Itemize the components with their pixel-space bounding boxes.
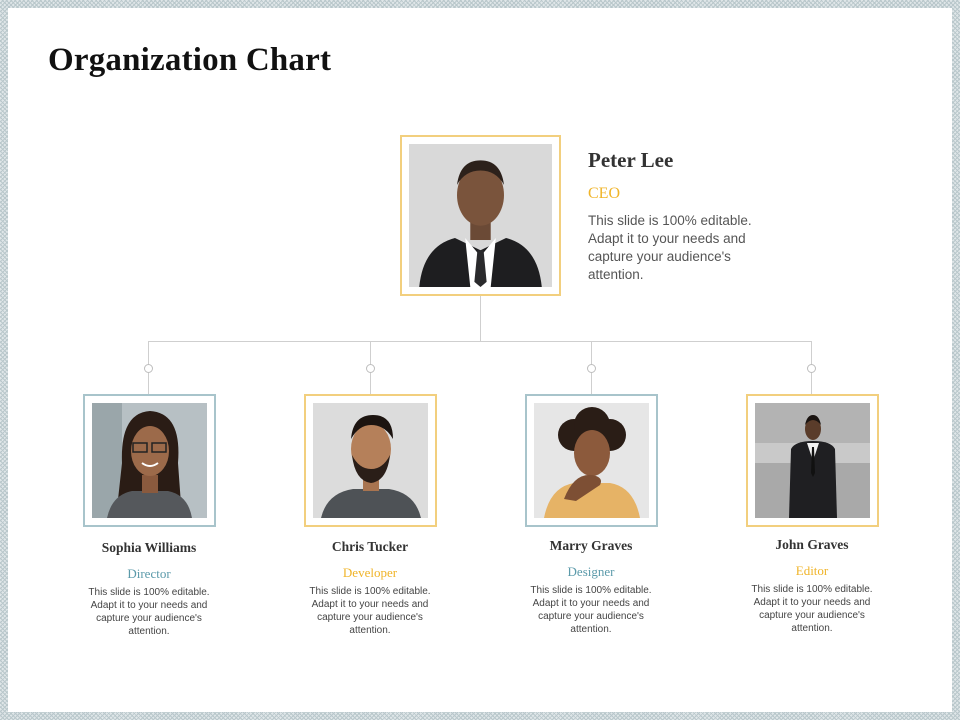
connector-drop-2 [370, 341, 371, 369]
member-card: Marry Graves Designer This slide is 100%… [516, 538, 666, 636]
member-name: Chris Tucker [331, 539, 409, 554]
member-photo-frame [525, 394, 658, 527]
connector-stub-1 [148, 373, 149, 395]
member-card: Chris Tucker Developer This slide is 100… [295, 539, 445, 637]
connector-ceo-down [480, 288, 481, 342]
connector-stub-2 [370, 373, 371, 395]
member-photo [92, 403, 207, 518]
connector-node [144, 364, 153, 373]
member-photo [755, 403, 870, 518]
ceo-photo-frame [400, 135, 561, 296]
member-photo [534, 403, 649, 518]
member-name: John Graves [775, 537, 849, 552]
member-photo-frame [304, 394, 437, 527]
member-role: Director [127, 566, 171, 581]
connector-stub-4 [811, 373, 812, 395]
ceo-role: CEO [588, 185, 620, 202]
member-role: Developer [342, 565, 398, 580]
member-photo [313, 403, 428, 518]
member-photo-frame [83, 394, 216, 527]
member-description: This slide is 100% editable. Adapt it to… [88, 587, 210, 637]
member-description: This slide is 100% editable. Adapt it to… [530, 585, 652, 635]
member-name: Sophia Williams [101, 540, 197, 555]
page-title: Organization Chart [48, 42, 332, 78]
ceo-photo [409, 144, 552, 287]
ceo-name: Peter Lee [588, 148, 674, 172]
connector-horizontal [148, 341, 812, 342]
member-role: Editor [795, 563, 829, 578]
member-name: Marry Graves [549, 538, 633, 553]
member-card: Sophia Williams Director This slide is 1… [74, 540, 224, 638]
member-card: John Graves Editor This slide is 100% ed… [737, 537, 887, 635]
connector-drop-3 [591, 341, 592, 369]
connector-drop-4 [811, 341, 812, 369]
member-role: Designer [567, 564, 615, 579]
ceo-description: This slide is 100% editable. Adapt it to… [588, 213, 752, 282]
slide: Organization Chart Peter Lee CEO This sl… [8, 8, 952, 712]
connector-drop-1 [148, 341, 149, 369]
member-description: This slide is 100% editable. Adapt it to… [751, 584, 873, 634]
connector-stub-3 [591, 373, 592, 395]
member-description: This slide is 100% editable. Adapt it to… [309, 586, 431, 636]
connector-node [366, 364, 375, 373]
member-photo-frame [746, 394, 879, 527]
connector-node [587, 364, 596, 373]
connector-node [807, 364, 816, 373]
